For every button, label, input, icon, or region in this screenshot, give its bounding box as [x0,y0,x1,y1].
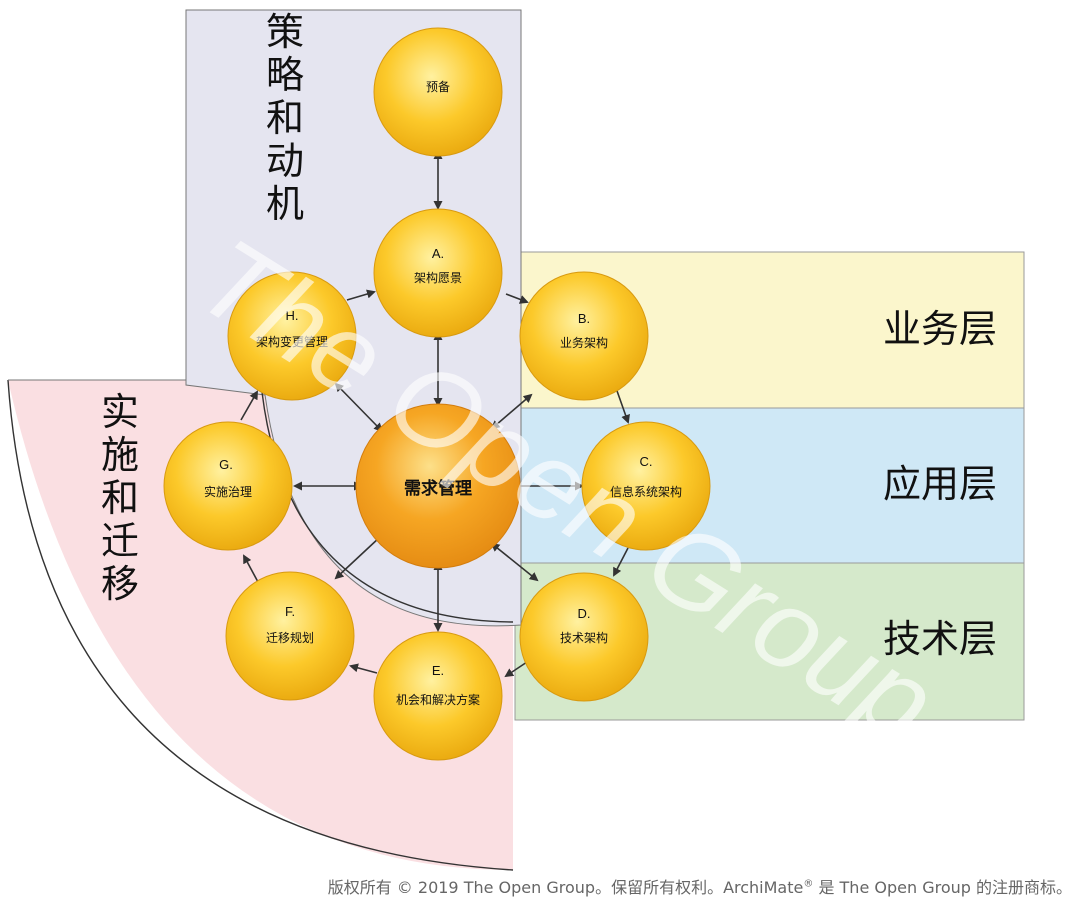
strategy-label-char: 动 [266,139,304,183]
node-name: 迁移规划 [266,630,314,645]
strategy-label-char: 和 [266,96,304,140]
node-letter: C. [640,454,653,469]
implementation-region-label: 实 施 和 迁 移 [101,390,151,606]
node-name: 实施治理 [204,484,252,499]
node-letter: G. [219,457,233,472]
technology-layer-label: 技术层 [883,617,997,661]
node-letter: H. [286,308,299,323]
node-letter: D. [578,606,591,621]
node-letter: F. [285,604,295,619]
copyright-suffix: 是 The Open Group 的注册商标。 [813,878,1072,897]
node-circle [227,271,357,401]
strategy-region-label: 策 略 和 动 机 [266,10,316,226]
node-name: 业务架构 [560,335,608,350]
node-circle [355,403,521,569]
arrow-c-d [613,547,629,577]
node-letter: B. [578,311,590,326]
node-circle [373,27,503,157]
strategy-label-char: 略 [266,53,304,97]
node-name: 信息系统架构 [610,484,682,499]
node-g-implementation-governance[interactable]: G. 实施治理 [163,421,293,551]
node-b-business-architecture[interactable]: B. 业务架构 [519,271,649,401]
copyright-notice: 版权所有 © 2019 The Open Group。保留所有权利。ArchiM… [328,874,1072,898]
registered-mark: ® [803,878,814,890]
center-name: 需求管理 [404,478,472,499]
node-name: 技术架构 [560,630,608,645]
node-circle [519,572,649,702]
arrow-h-a [346,289,376,301]
node-name: 预备 [426,80,450,94]
implementation-region-edge [7,379,514,871]
business-layer-label: 业务层 [883,307,997,351]
arrow-e-f [349,663,378,674]
arrow-center-f [334,532,386,580]
node-circle [581,421,711,551]
node-name: 架构变更管理 [256,334,328,349]
node-name: 机会和解决方案 [396,692,480,707]
node-letter: A. [432,246,444,261]
node-circle [519,271,649,401]
arrow-center-h [334,382,383,433]
node-circle [163,421,293,551]
node-h-architecture-change-management[interactable]: H. 架构变更管理 [227,271,357,401]
arrow-center-d [490,542,539,582]
node-letter: E. [432,663,444,678]
arrow-b-c [615,387,630,424]
arrows [240,150,630,678]
implementation-label-char: 迁 [101,519,139,563]
node-circle [373,631,503,761]
node-c-information-systems-architecture[interactable]: C. 信息系统架构 [581,421,711,551]
arrow-g-h [240,390,258,421]
node-preliminary[interactable]: 预备 [373,27,503,157]
copyright-prefix: 版权所有 © 2019 The Open Group。保留所有权利。ArchiM… [327,878,804,897]
node-circle [225,571,355,701]
arrow-center-b [490,393,533,430]
node-name: 架构愿景 [414,270,462,285]
node-e-opportunities-and-solutions[interactable]: E. 机会和解决方案 [373,631,503,761]
implementation-label-char: 和 [101,476,139,520]
node-a-architecture-vision[interactable]: A. 架构愿景 [373,208,503,338]
implementation-label-char: 移 [101,562,139,606]
node-requirements-management[interactable]: 需求管理 [355,403,521,569]
node-circle [373,208,503,338]
node-d-technology-architecture[interactable]: D. 技术架构 [519,572,649,702]
implementation-label-char: 施 [101,433,139,477]
implementation-label-char: 实 [101,390,139,434]
node-f-migration-planning[interactable]: F. 迁移规划 [225,571,355,701]
arrow-f-g [243,554,259,583]
arrow-a-b [505,293,529,304]
application-layer-label: 应用层 [883,462,997,506]
strategy-label-char: 机 [266,182,304,226]
strategy-label-char: 策 [266,10,304,54]
